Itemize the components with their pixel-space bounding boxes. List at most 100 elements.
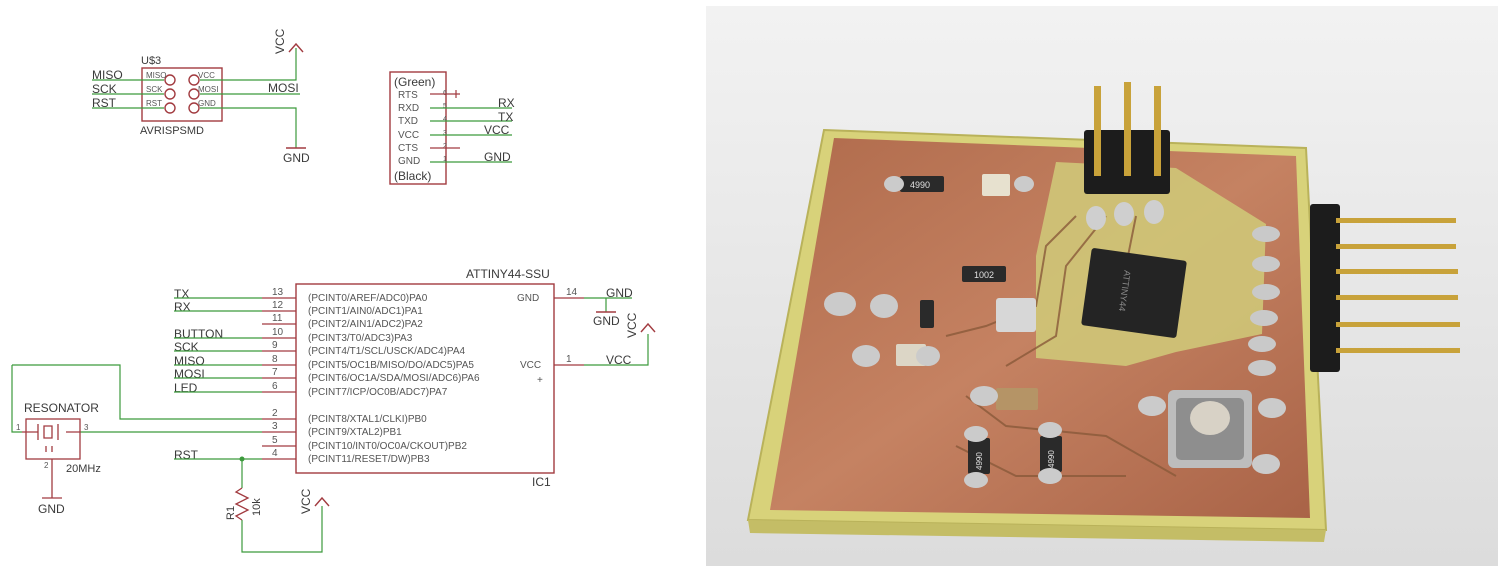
ftdi-pinnum-1: 1 (443, 156, 447, 163)
top-header-solder (1086, 200, 1164, 230)
mcu-pin-name: (PCINT0/AREF/ADC0)PA0 (308, 293, 428, 304)
mcu-pin-name: (PCINT5/OC1B/MISO/DO/ADC5)PA5 (308, 360, 474, 371)
ftdi-top: (Green) (394, 75, 435, 89)
mcu-pin-name: (PCINT11/RESET/DW)PB3 (308, 454, 430, 465)
resistor-1: 4990 (900, 176, 944, 192)
isp-name: U$3 (141, 55, 161, 67)
mcu-pin-number: 10 (272, 327, 284, 338)
schematic-diagram: U$3 AVRISPSMD MISO SCK RST VCC MOSI GND … (11, 28, 656, 553)
mcu-net-label: BUTTON (174, 327, 223, 341)
resistor-3 (920, 300, 934, 328)
mcu-net-label: MOSI (174, 367, 205, 381)
isp-pin-sck: SCK (146, 85, 163, 94)
mcu-pin-number: 2 (272, 408, 278, 419)
resistor-4: 4990 (968, 438, 990, 474)
ftdi-pin-rxd: RXD (398, 103, 419, 114)
ftdi-net-gnd: GND (484, 150, 511, 164)
ftdi-header (389, 71, 447, 185)
mcu-pin-number: 9 (272, 340, 278, 351)
ftdi-net-rx: RX (498, 96, 515, 110)
mcu-ref: IC1 (532, 475, 551, 489)
ftdi-pin-txd: TXD (398, 116, 418, 127)
mcu-pin-number: 8 (272, 354, 278, 365)
mcu-pin-name: (PCINT6/OC1A/SDA/MOSI/ADC6)PA6 (308, 373, 480, 384)
ftdi-pin-gnd: GND (398, 156, 420, 167)
mcu-pin-name: (PCINT10/INT0/OC0A/CKOUT)PB2 (308, 441, 467, 452)
ftdi-pin-cts: CTS (398, 143, 418, 154)
resistor-symbol (234, 487, 250, 521)
mcu-net-gnd: GND (606, 286, 633, 300)
side-header-body (1310, 204, 1340, 372)
mcu-pin-number: 12 (272, 300, 284, 311)
ftdi-bottom: (Black) (394, 169, 431, 183)
isp-net-gnd: GND (283, 151, 310, 165)
mcu-name: ATTINY44-SSU (466, 267, 550, 281)
resistor-vcc: VCC (299, 488, 313, 514)
mcu-pin-number: 7 (272, 367, 278, 378)
mcu-pin-number: 4 (272, 448, 278, 459)
ftdi-pinnum-2: 2 (443, 143, 447, 150)
mcu-pin-name: (PCINT9/XTAL2)PB1 (308, 427, 402, 438)
mcu-net-label: LED (174, 381, 198, 395)
resonator-value: 20MHz (66, 463, 101, 475)
mcu-gnd-pinnum: 14 (566, 287, 578, 298)
mcu-pin-name: (PCINT2/AIN1/ADC2)PA2 (308, 319, 423, 330)
side-header-solder (1248, 226, 1280, 376)
mcu-net-vcc2: VCC (625, 312, 639, 338)
top-header-pins (1094, 82, 1161, 176)
ftdi-pin-rts: RTS (398, 90, 418, 101)
ftdi-pin-vcc: VCC (398, 130, 419, 141)
mcu-pin-number: 13 (272, 287, 284, 298)
mcu-pin-number: 11 (272, 313, 283, 324)
capacitor (996, 298, 1036, 332)
resistor-vcc-arrow (314, 496, 330, 507)
ftdi-net-vcc: VCC (484, 123, 510, 137)
resistor-ref: R1 (225, 506, 237, 520)
isp-net-sck: SCK (92, 82, 117, 96)
ftdi-wires (430, 107, 512, 163)
resistor-2: 1002 (962, 266, 1006, 282)
isp-wires (92, 48, 300, 148)
resonator-pin3: 3 (84, 423, 89, 432)
resonator-symbol (22, 418, 81, 499)
resistor-4-mark: 4990 (975, 452, 984, 470)
mcu-pin-name: (PCINT7/ICP/OC0B/ADC7)PA7 (308, 387, 448, 398)
ftdi-net-tx: TX (498, 110, 513, 124)
mcu-pin-number: 3 (272, 421, 278, 432)
mcu-pin-number: 5 (272, 435, 278, 446)
mcu-pin-number: 6 (272, 381, 278, 392)
board-edge (748, 520, 1326, 542)
mcu-net-label: RST (174, 448, 199, 462)
mcu-power-symbols (596, 311, 656, 333)
side-header-pins (1336, 218, 1460, 353)
isp-power-symbols (286, 42, 306, 149)
push-button (1168, 390, 1252, 468)
resistor-5-mark: 4990 (1047, 450, 1056, 468)
mcu-net-vcc: VCC (606, 353, 632, 367)
mcu-pin-name: (PCINT8/XTAL1/CLKI)PB0 (308, 414, 427, 425)
ftdi-pinnum-5: 5 (443, 103, 447, 110)
mcu-pin-stubs (262, 297, 584, 460)
isp-pin-gnd: GND (198, 99, 216, 108)
solder-pads (824, 176, 1286, 488)
resistor-2-mark: 1002 (974, 270, 994, 280)
isp-net-miso: MISO (92, 68, 123, 82)
isp-pin-mosi: MOSI (198, 85, 218, 94)
isp-pin-miso: MISO (146, 71, 166, 80)
mcu-net-gnd2: GND (593, 314, 620, 328)
mcu-net-label: SCK (174, 340, 199, 354)
mcu-chip (1081, 248, 1187, 338)
mcu-net-label: RX (174, 300, 191, 314)
mcu-net-label: MISO (174, 354, 205, 368)
pcb-photo: ATTINY44 4990 1002 4990 4990 (706, 6, 1498, 566)
resistor-value: 10k (251, 498, 263, 516)
ftdi-pinnum-3: 3 (443, 130, 447, 137)
isp-net-mosi: MOSI (268, 81, 299, 95)
resonator-gnd: GND (38, 502, 65, 516)
rst-junction (239, 456, 245, 462)
resonator-part (996, 388, 1038, 410)
mcu-gnd-pinname: GND (517, 293, 539, 304)
resistor-5: 4990 (1040, 436, 1062, 472)
mcu-left-wires (11, 297, 323, 553)
isp-net-vcc: VCC (273, 28, 287, 54)
